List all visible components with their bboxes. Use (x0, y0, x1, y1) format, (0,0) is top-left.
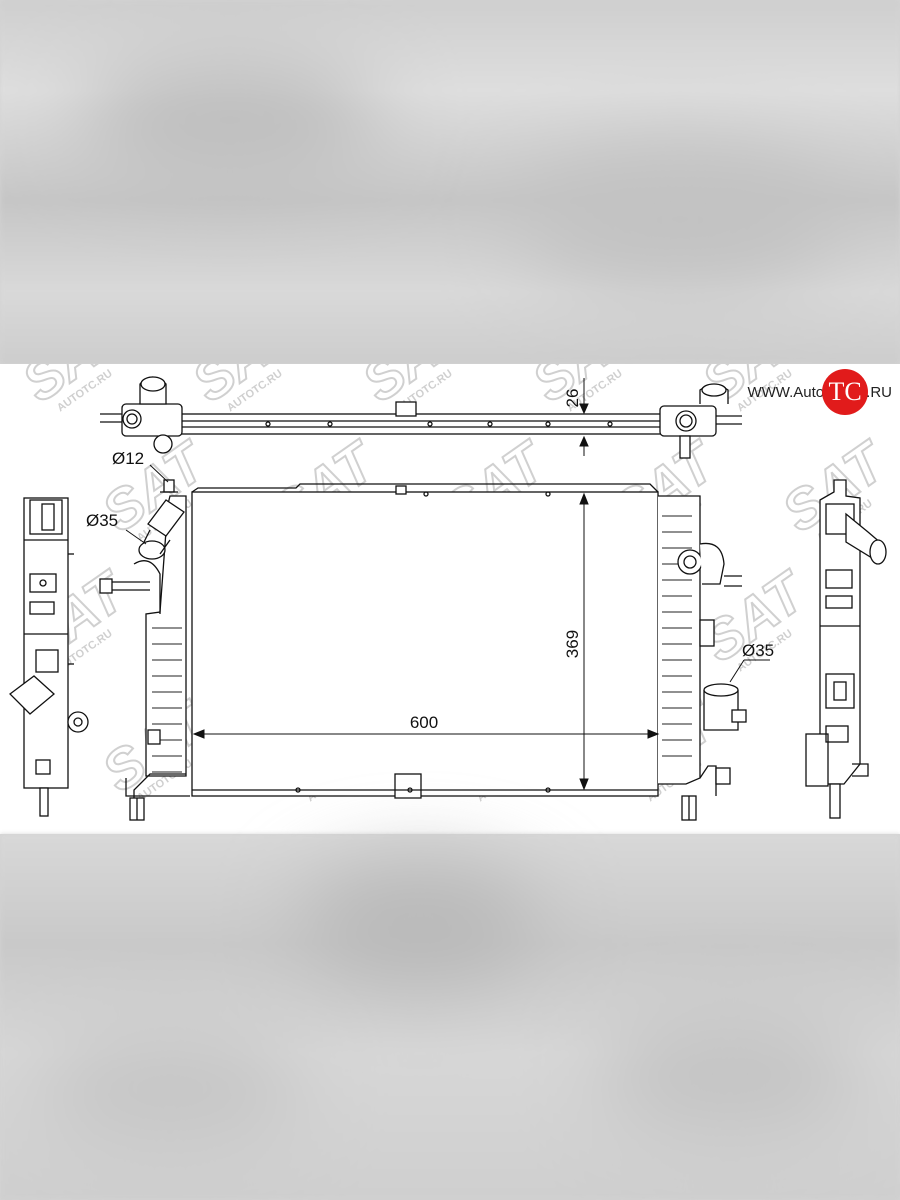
right-side-view (805, 479, 887, 819)
dimension-label-right-outlet-diameter: Ø35 (742, 641, 774, 660)
top-view (100, 376, 742, 459)
site-logo-prefix: WWW.Auto (747, 383, 825, 401)
dimension-label-top-depth: 26 (563, 389, 582, 408)
left-side-view (9, 497, 89, 817)
watermark-brand-logo: SAT (11, 364, 139, 414)
site-logo-suffix: .RU (866, 383, 892, 401)
blurred-background-top (0, 0, 900, 364)
watermark-brand-logo: SAT (181, 364, 309, 414)
site-logo-badge: TC (822, 369, 869, 415)
radiator-technical-drawing: SATAUTOTC.RUSATAUTOTC.RUSATAUTOTC.RUSATA… (0, 364, 900, 834)
dimension-label-left-inlet-diameter: Ø35 (86, 511, 118, 530)
site-logo: WWW.Auto TC .RU (747, 368, 892, 416)
dimension-label-upper-pipe-diameter: Ø12 (112, 449, 144, 468)
front-view (99, 479, 747, 821)
dimension-lines (125, 378, 770, 791)
dimension-label-height: 369 (563, 630, 582, 658)
drawing-canvas: SATAUTOTC.RUSATAUTOTC.RUSATAUTOTC.RUSATA… (9, 364, 900, 821)
dimension-label-width: 600 (410, 713, 438, 732)
blurred-background-bottom (0, 834, 900, 1200)
